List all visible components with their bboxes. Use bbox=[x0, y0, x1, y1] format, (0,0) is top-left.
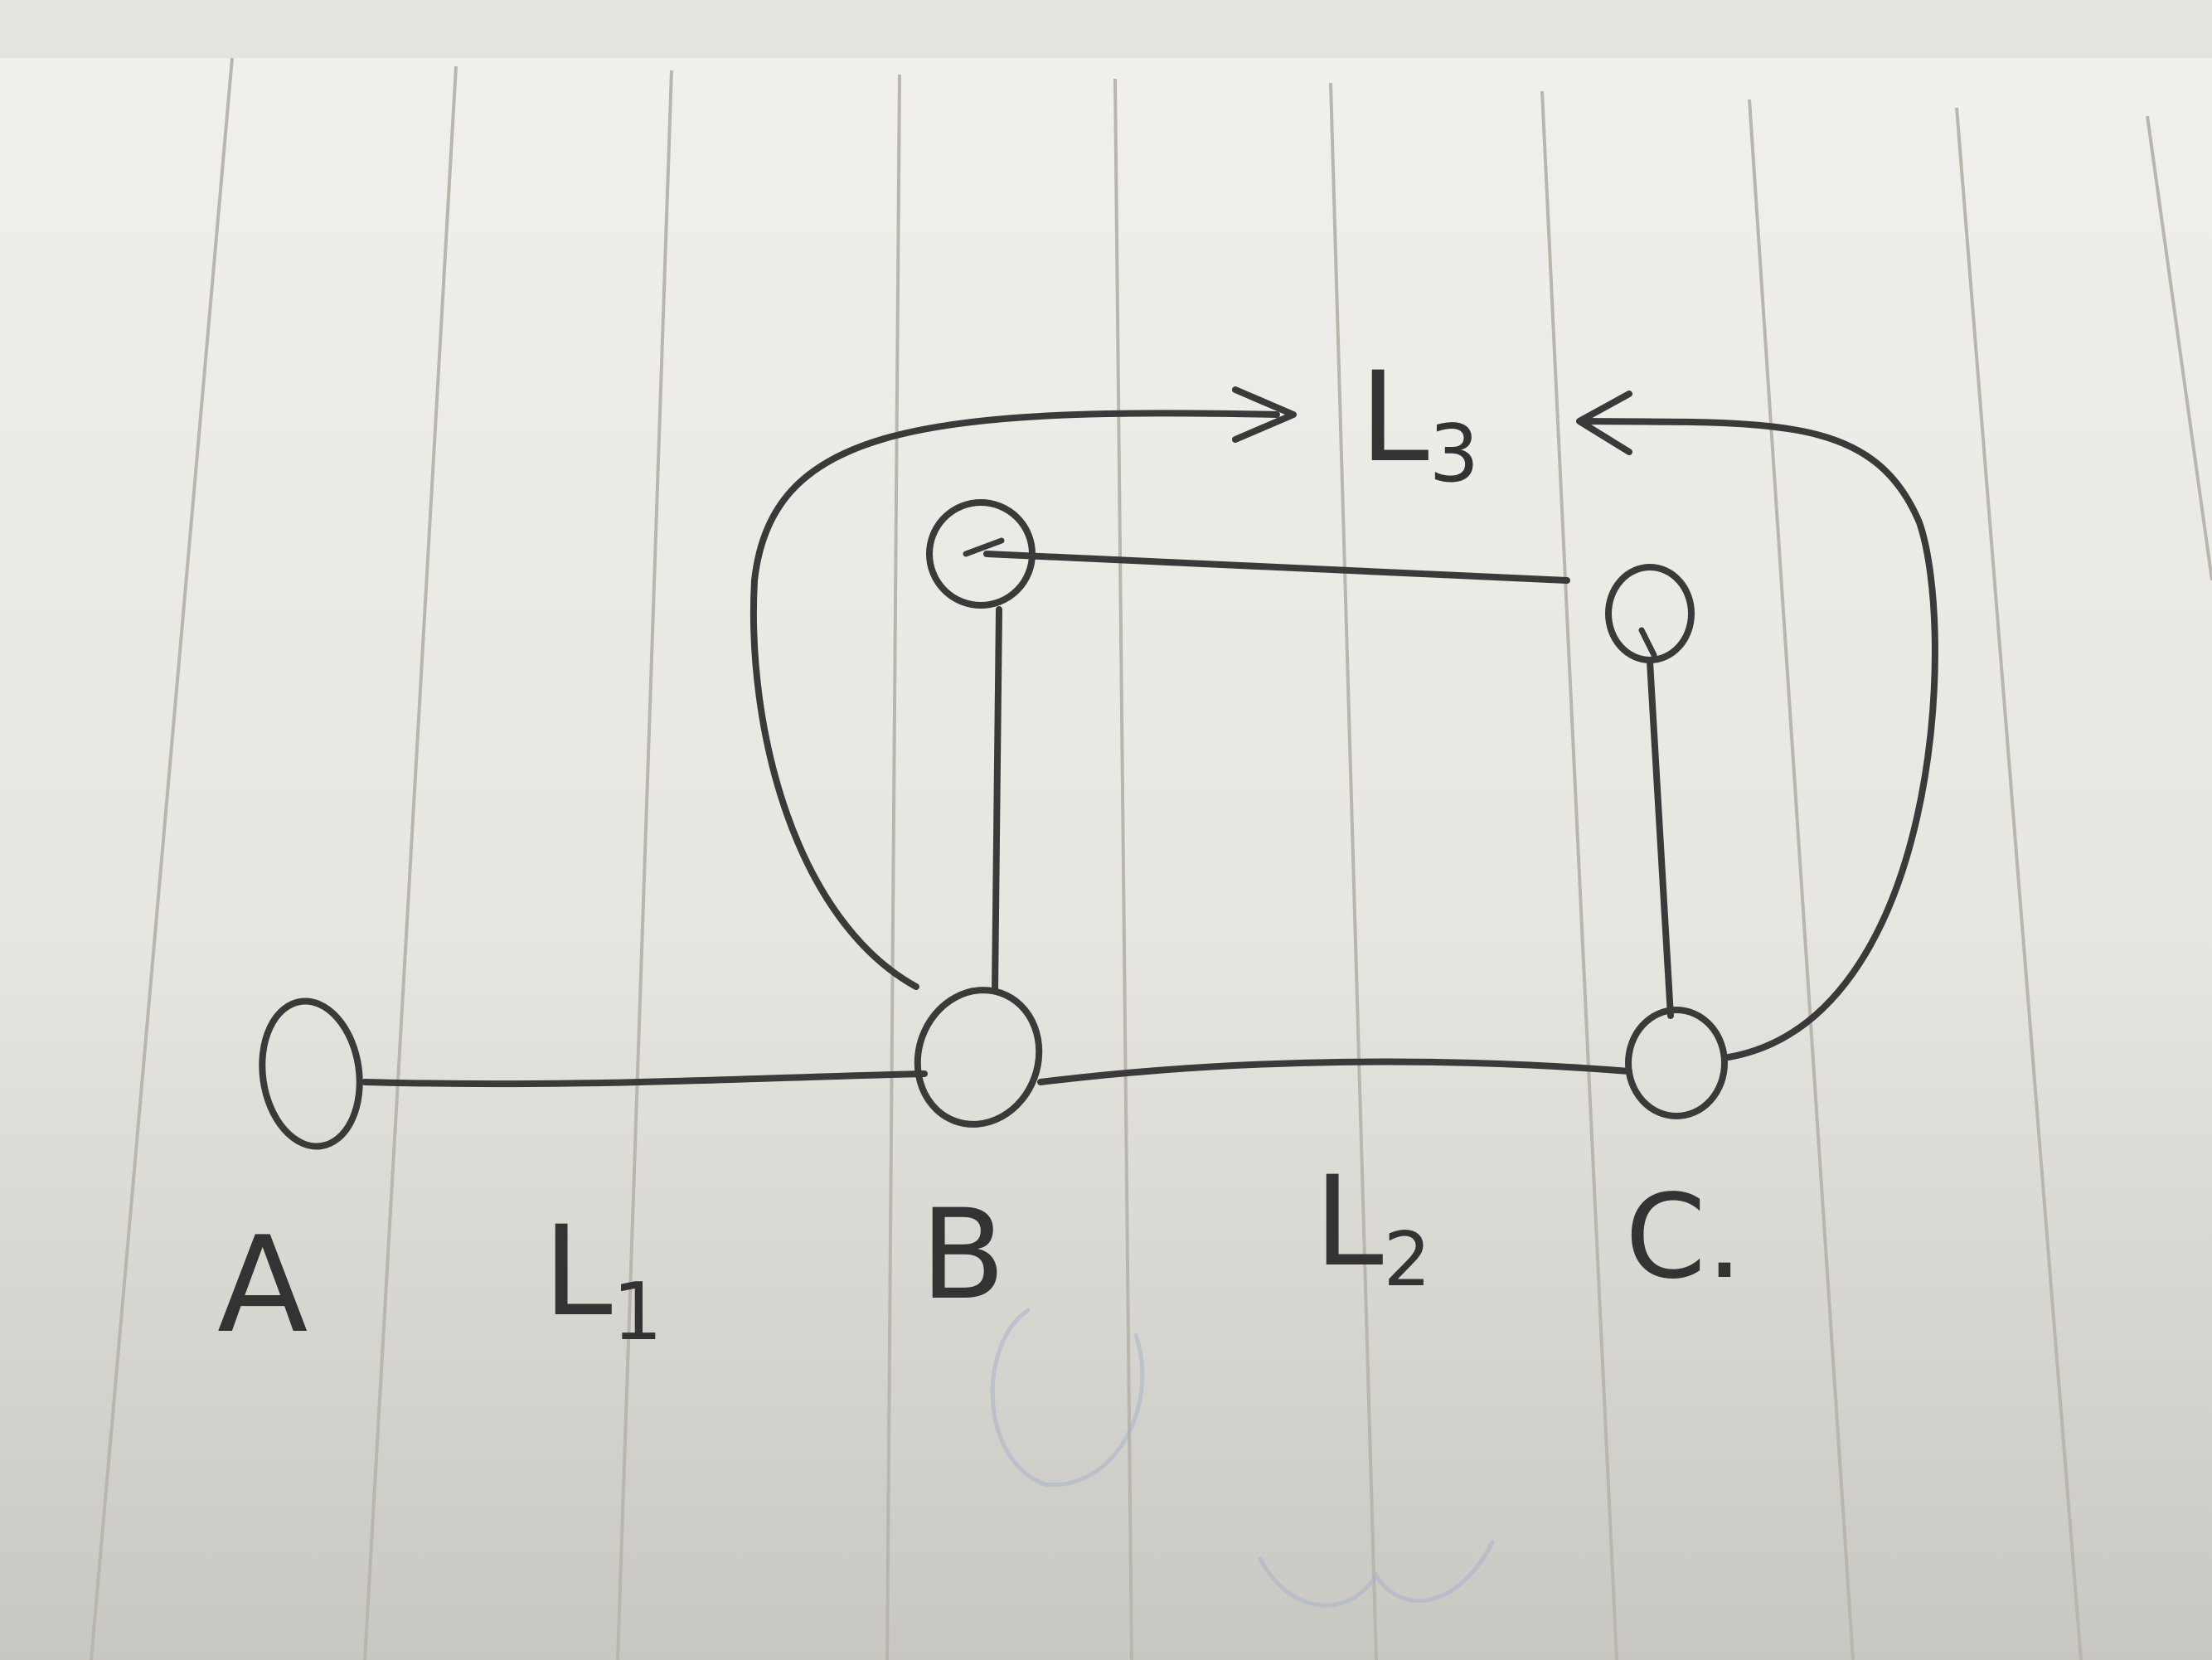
node-a-label: A bbox=[217, 1207, 308, 1362]
link-l3-label: L3 bbox=[1360, 346, 1479, 500]
node-b-circle bbox=[914, 987, 1043, 1128]
node-a-circle bbox=[259, 997, 363, 1150]
link-l3-left-arrowhead bbox=[1232, 386, 1297, 443]
labels: A B C. L1 L2 L3 bbox=[217, 346, 1743, 1362]
link-l2-label: L2 bbox=[1314, 1150, 1431, 1303]
link-l3-subscript: 3 bbox=[1429, 409, 1479, 500]
node-b-label: B bbox=[920, 1183, 1006, 1328]
link-l2-letter: L bbox=[1314, 1150, 1384, 1294]
c-vertical-line bbox=[1647, 658, 1674, 1019]
upper-horizontal-line bbox=[983, 551, 1570, 584]
link-l3-left-curve bbox=[749, 410, 1280, 990]
link-l3-arrows bbox=[749, 386, 1938, 1061]
link-l3-right-arrowhead bbox=[1576, 391, 1632, 455]
link-l3-letter: L bbox=[1360, 346, 1429, 490]
ruled-lines bbox=[90, 57, 2212, 1660]
node-c-circle bbox=[1625, 1007, 1728, 1119]
b-vertical-line bbox=[992, 606, 1002, 994]
top-shadow bbox=[0, 0, 2212, 58]
link-l3-right-curve bbox=[1584, 418, 1938, 1061]
link-l2-subscript: 2 bbox=[1384, 1216, 1431, 1303]
link-l2-line bbox=[1037, 1058, 1632, 1085]
node-c-label: C. bbox=[1625, 1170, 1743, 1305]
link-l1-letter: L bbox=[543, 1200, 613, 1344]
node-b-inner-stroke bbox=[963, 537, 1005, 557]
show-through-marks bbox=[990, 1308, 1495, 1608]
link-l1-line bbox=[361, 1070, 928, 1088]
link-l1-subscript: 1 bbox=[613, 1267, 662, 1358]
node-c-inner-stroke bbox=[1638, 627, 1657, 658]
edges bbox=[361, 537, 1674, 1088]
link-l1-label: L1 bbox=[543, 1200, 662, 1358]
